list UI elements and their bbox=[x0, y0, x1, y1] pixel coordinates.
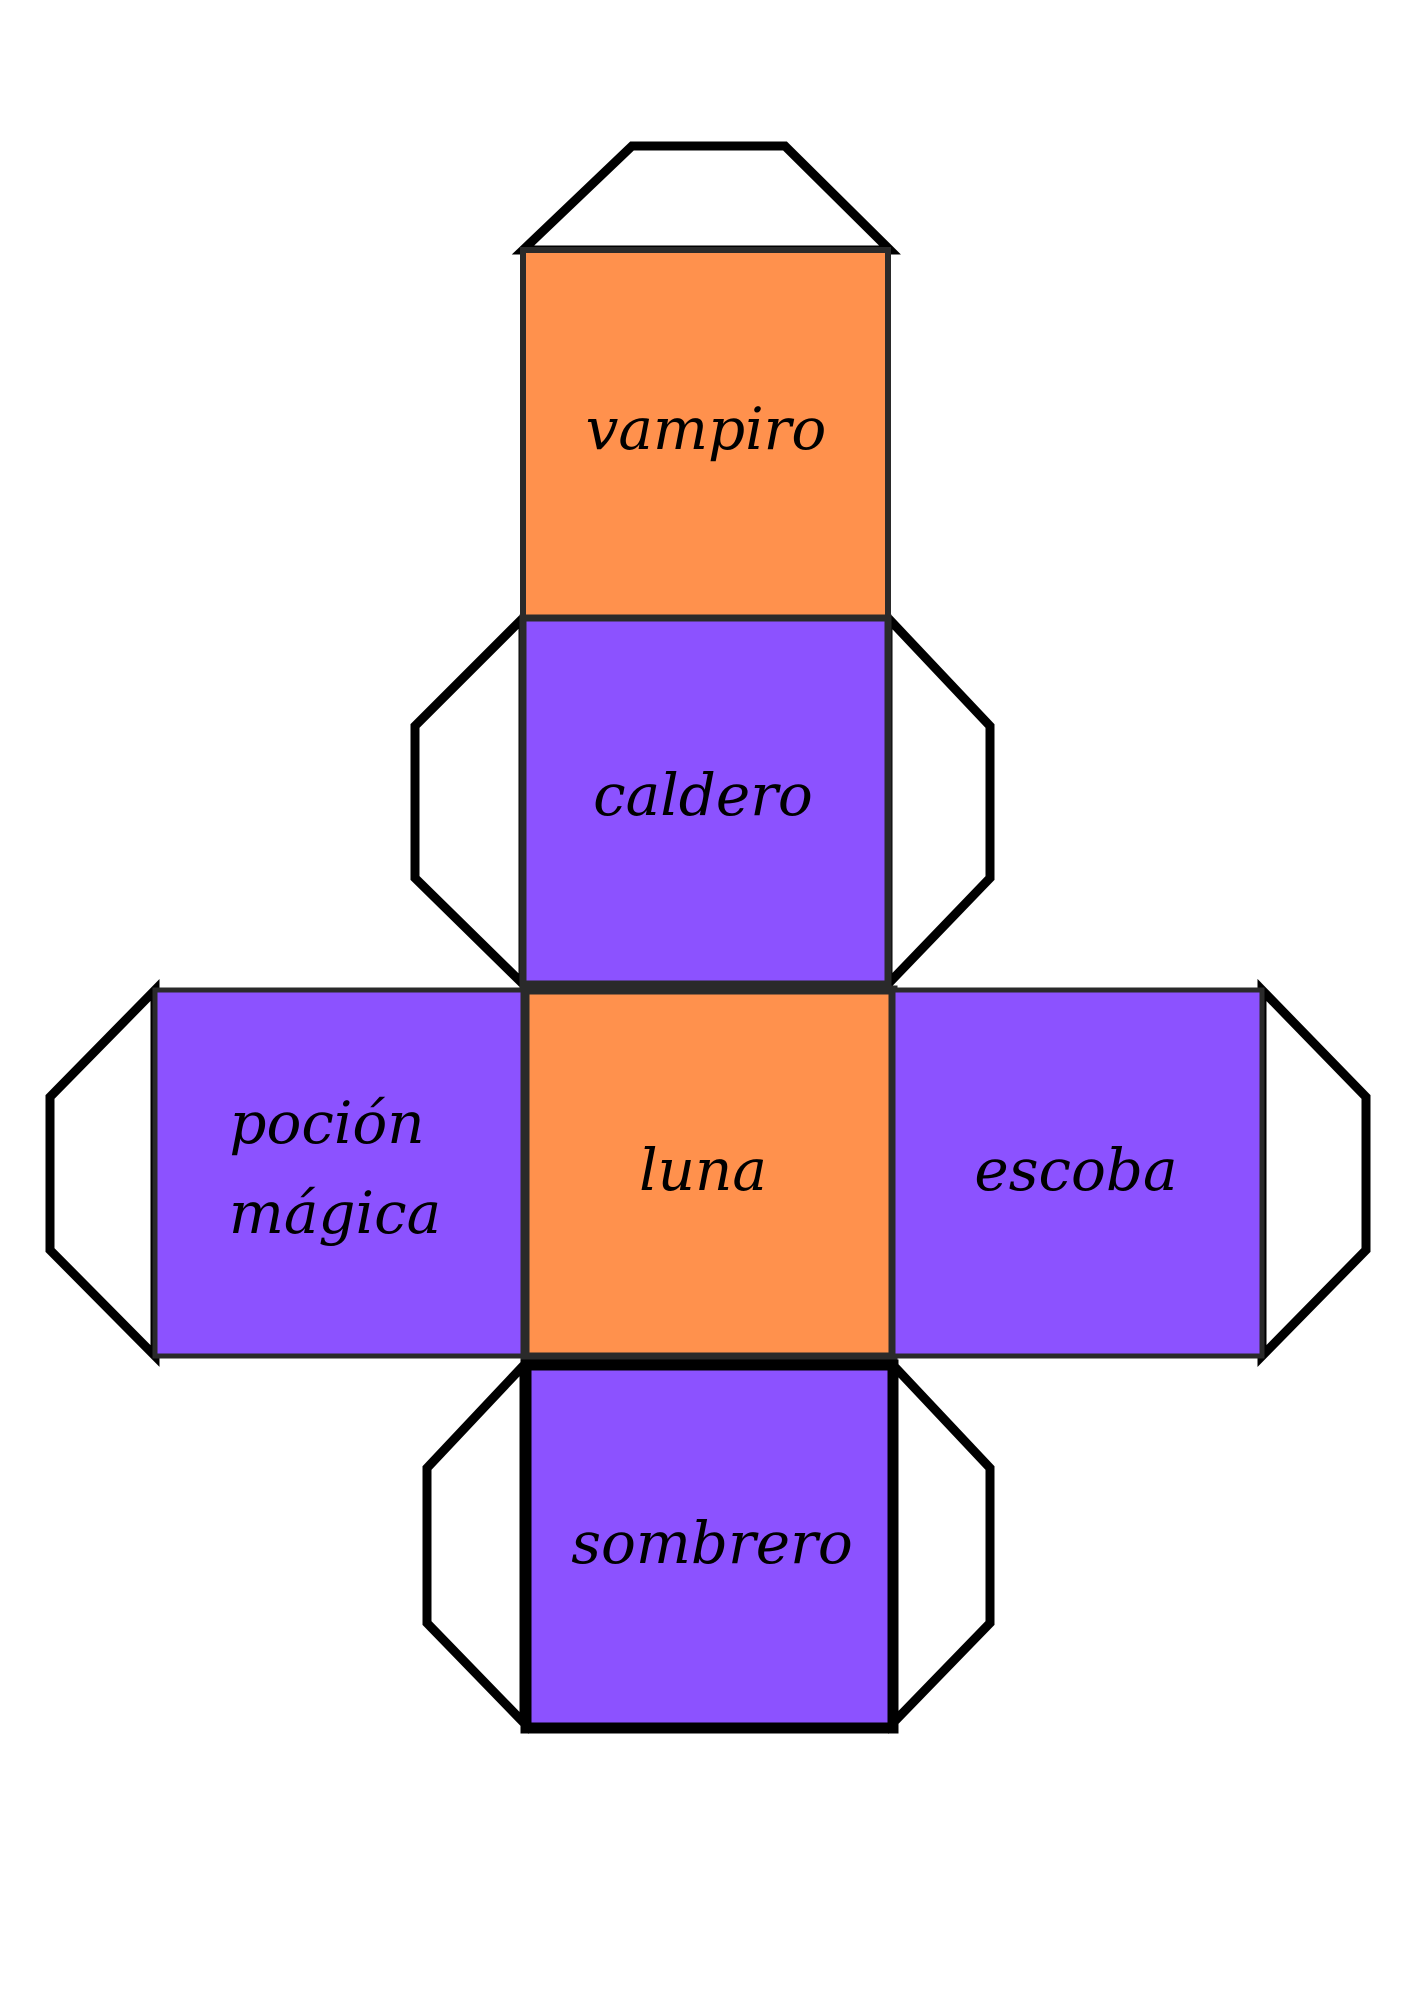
glue-tab-upper-left bbox=[410, 607, 528, 995]
face-bottom bbox=[520, 1359, 899, 1734]
glue-tab-left bbox=[45, 978, 160, 1367]
face-upper bbox=[519, 614, 892, 988]
face-center bbox=[520, 985, 898, 1362]
face-right bbox=[890, 987, 1265, 1359]
glue-tab-top bbox=[511, 141, 901, 255]
face-top-label: vampiro bbox=[586, 395, 827, 463]
face-bottom-label: sombrero bbox=[571, 1509, 853, 1577]
glue-tab-lower-right bbox=[888, 1353, 995, 1735]
glue-tab-right bbox=[1257, 978, 1371, 1368]
face-upper-label: caldero bbox=[593, 761, 813, 829]
face-right-label: escoba bbox=[974, 1136, 1177, 1204]
face-center-label: luna bbox=[639, 1136, 767, 1204]
face-left bbox=[152, 987, 526, 1359]
face-left-label-line1: poción bbox=[229, 1089, 424, 1157]
face-left-label-line2: mágica bbox=[229, 1179, 441, 1247]
glue-tab-lower-left bbox=[422, 1353, 529, 1735]
face-top bbox=[520, 247, 891, 621]
glue-tab-upper-right bbox=[883, 606, 995, 996]
